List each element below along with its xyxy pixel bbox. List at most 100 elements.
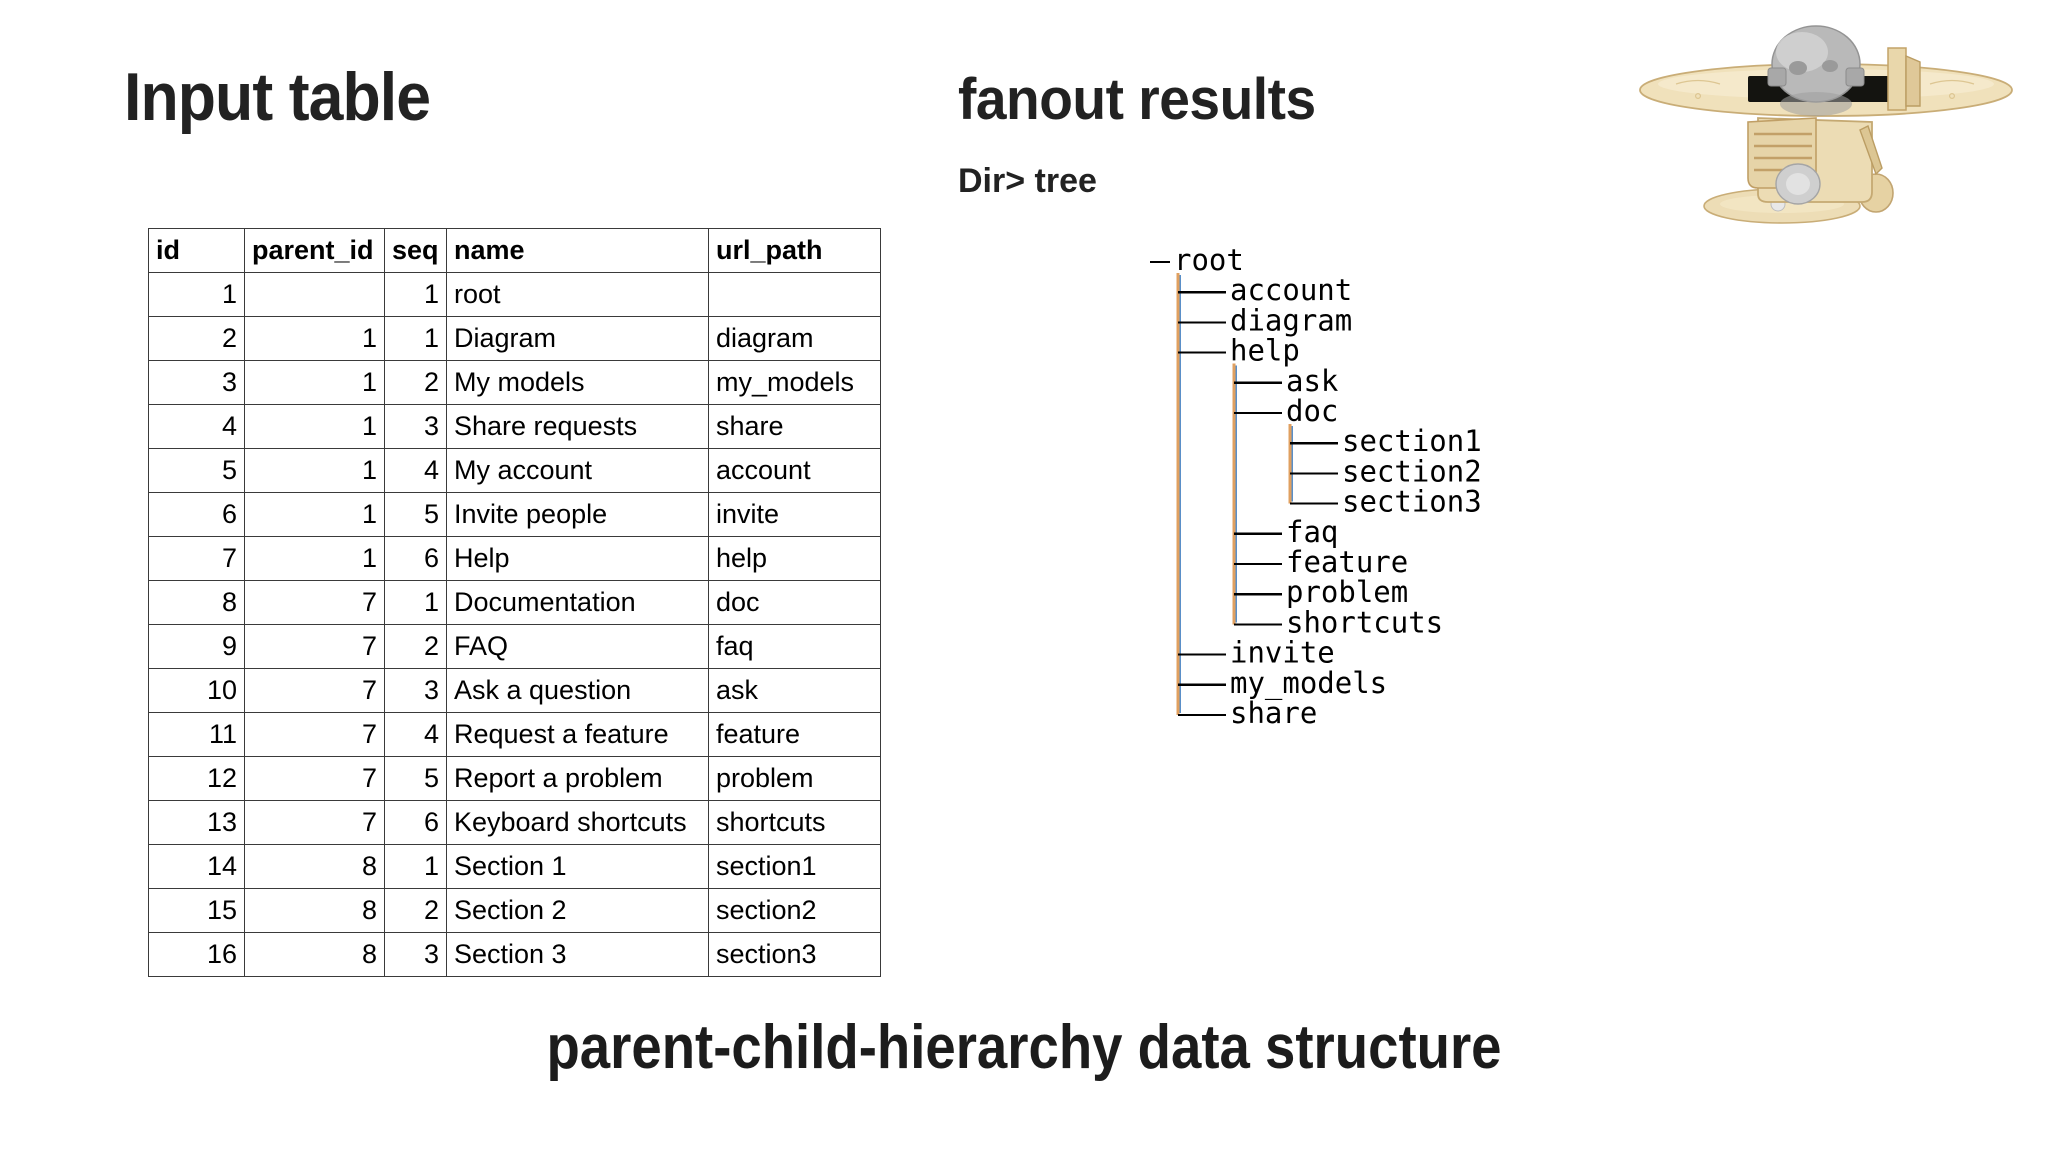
page-title-input-table: Input table bbox=[124, 59, 431, 135]
cell-url_path: problem bbox=[708, 756, 881, 801]
cell-parent_id: 1 bbox=[244, 360, 385, 405]
cell-parent_id: 1 bbox=[244, 448, 385, 493]
wooden-airplane-image bbox=[1630, 18, 2020, 228]
tree-node-help: help bbox=[1230, 334, 1300, 368]
tree-node-ask: ask bbox=[1286, 364, 1339, 398]
cell-name: Section 2 bbox=[446, 888, 709, 933]
cell-name: Diagram bbox=[446, 316, 709, 361]
cell-name: FAQ bbox=[446, 624, 709, 669]
cell-id: 6 bbox=[148, 492, 245, 537]
cell-id: 16 bbox=[148, 932, 245, 977]
cell-parent_id: 8 bbox=[244, 888, 385, 933]
cell-url_path: faq bbox=[708, 624, 881, 669]
cell-parent_id: 7 bbox=[244, 756, 385, 801]
cell-seq: 3 bbox=[384, 932, 447, 977]
cell-seq: 1 bbox=[384, 316, 447, 361]
cell-url_path: invite bbox=[708, 492, 881, 537]
cell-parent_id: 7 bbox=[244, 800, 385, 845]
cell-seq: 1 bbox=[384, 272, 447, 317]
cell-parent_id: 7 bbox=[244, 668, 385, 713]
cell-id: 14 bbox=[148, 844, 245, 889]
tree-node-faq: faq bbox=[1286, 515, 1338, 549]
cell-parent_id bbox=[244, 272, 385, 317]
cell-id: 7 bbox=[148, 536, 245, 581]
column-header-seq: seq bbox=[384, 228, 447, 273]
tree-node-section1: section1 bbox=[1342, 424, 1482, 458]
cell-name: Documentation bbox=[446, 580, 709, 625]
cell-name: Request a feature bbox=[446, 712, 709, 757]
section-title-fanout-results: fanout results bbox=[958, 67, 1316, 132]
cell-seq: 6 bbox=[384, 800, 447, 845]
cell-id: 3 bbox=[148, 360, 245, 405]
cell-parent_id: 1 bbox=[244, 316, 385, 361]
cell-parent_id: 7 bbox=[244, 712, 385, 757]
tree-node-my_models: my_models bbox=[1230, 666, 1387, 701]
section-subtitle-dir-tree: Dir> tree bbox=[958, 162, 1097, 200]
cell-url_path: doc bbox=[708, 580, 881, 625]
column-header-parent-id: parent_id bbox=[244, 228, 385, 273]
cell-url_path: feature bbox=[708, 712, 881, 757]
cell-seq: 3 bbox=[384, 404, 447, 449]
cell-seq: 1 bbox=[384, 844, 447, 889]
cell-id: 1 bbox=[148, 272, 245, 317]
cell-parent_id: 8 bbox=[244, 932, 385, 977]
cell-id: 9 bbox=[148, 624, 245, 669]
cell-url_path: section1 bbox=[708, 844, 881, 889]
cell-seq: 4 bbox=[384, 448, 447, 493]
cell-parent_id: 8 bbox=[244, 844, 385, 889]
table-header-row: id parent_id seq name url_path bbox=[148, 228, 881, 273]
tree-node-account: account bbox=[1230, 273, 1352, 307]
column-header-name: name bbox=[446, 228, 709, 273]
cell-url_path: ask bbox=[708, 668, 881, 713]
cell-name: Ask a question bbox=[446, 668, 709, 713]
column-header-url-path: url_path bbox=[708, 228, 881, 273]
cell-id: 11 bbox=[148, 712, 245, 757]
cell-url_path: help bbox=[708, 536, 881, 581]
tree-node-invite: invite bbox=[1230, 636, 1335, 670]
cell-seq: 2 bbox=[384, 360, 447, 405]
cell-seq: 6 bbox=[384, 536, 447, 581]
cell-url_path: section2 bbox=[708, 888, 881, 933]
tree-node-problem: problem bbox=[1286, 575, 1408, 609]
cell-url_path: account bbox=[708, 448, 881, 493]
tree-node-shortcuts: shortcuts bbox=[1286, 605, 1443, 639]
fanout-tree-diagram: rootaccountdiagramhelpaskdocsection1sect… bbox=[1150, 248, 1482, 730]
tree-node-section2: section2 bbox=[1342, 454, 1482, 488]
cell-seq: 4 bbox=[384, 712, 447, 757]
tree-node-diagram: diagram bbox=[1230, 303, 1352, 337]
cell-url_path bbox=[708, 272, 881, 317]
cell-id: 4 bbox=[148, 404, 245, 449]
cell-parent_id: 1 bbox=[244, 536, 385, 581]
tree-node-section3: section3 bbox=[1342, 485, 1482, 519]
cell-name: Help bbox=[446, 536, 709, 581]
cell-name: Keyboard shortcuts bbox=[446, 800, 709, 845]
cell-url_path: share bbox=[708, 404, 881, 449]
cell-parent_id: 7 bbox=[244, 580, 385, 625]
tree-node-feature: feature bbox=[1286, 545, 1408, 579]
cell-id: 10 bbox=[148, 668, 245, 713]
cell-id: 5 bbox=[148, 448, 245, 493]
cell-seq: 3 bbox=[384, 668, 447, 713]
cell-id: 2 bbox=[148, 316, 245, 361]
cell-seq: 2 bbox=[384, 624, 447, 669]
cell-name: root bbox=[446, 272, 709, 317]
bottom-caption: parent-child-hierarchy data structure bbox=[546, 1013, 1502, 1082]
cell-id: 13 bbox=[148, 800, 245, 845]
cell-name: My account bbox=[446, 448, 709, 493]
cell-name: Report a problem bbox=[446, 756, 709, 801]
cell-name: Share requests bbox=[446, 404, 709, 449]
cell-id: 8 bbox=[148, 580, 245, 625]
